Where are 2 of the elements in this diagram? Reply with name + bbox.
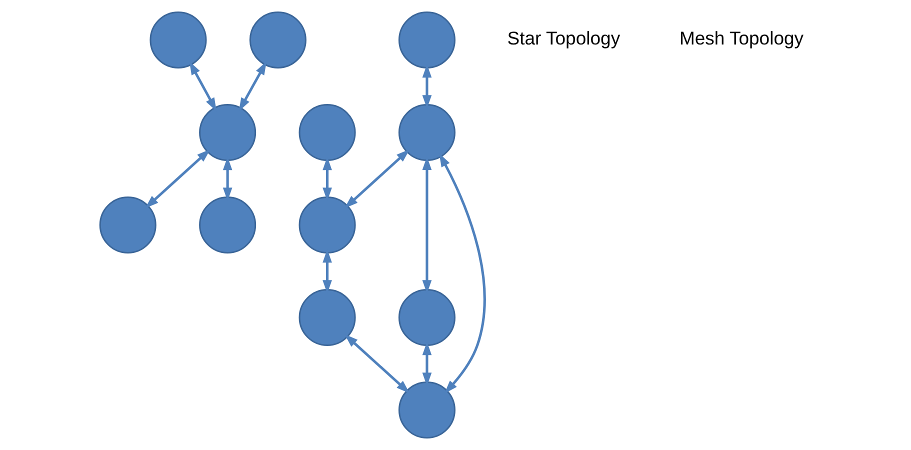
label: Star Topology bbox=[507, 28, 620, 49]
label: Mesh Topology bbox=[679, 28, 804, 49]
